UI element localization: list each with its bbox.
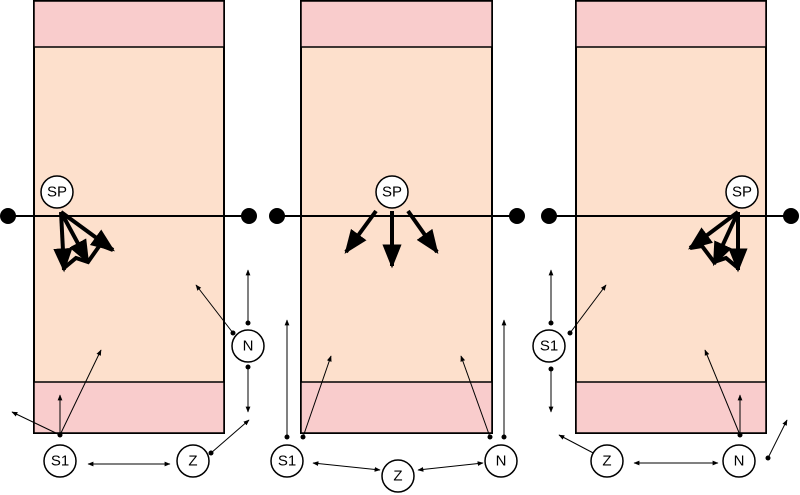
player-marker [375,175,409,209]
player-z: Z [590,444,624,478]
player-label: N [243,338,254,355]
movement-arrows [284,319,507,472]
player-label: SP [47,184,67,201]
player-s1: S1 [532,329,566,363]
player-s1: S1 [43,444,77,478]
player-n: N [231,329,265,363]
player-sp: SP [375,175,409,209]
court-panel-1: SP N S1 Z [0,0,265,478]
player-marker [381,459,415,493]
player-label: SP [382,184,402,201]
net-post-right [241,208,257,224]
net-post-left [541,208,557,224]
player-marker [270,444,304,478]
end-zone-top [300,0,493,48]
player-label: Z [393,468,402,485]
court-panel-2: SP S1 Z N [269,0,525,493]
movement-arrows [11,269,251,467]
player-marker [231,329,265,363]
player-marker [722,444,756,478]
end-zone-bottom [300,381,493,434]
player-label: N [496,453,507,470]
player-s1: S1 [270,444,304,478]
player-label: S1 [51,453,69,470]
setter-attack-arrows [344,209,439,269]
net-post-right [509,208,525,224]
player-marker [532,329,566,363]
net-post-left [269,208,285,224]
setter-attack-arrows [688,210,748,273]
player-label: S1 [540,338,558,355]
player-marker [176,444,210,478]
end-zone-top [575,0,767,48]
player-marker [725,175,759,209]
player-label: Z [602,453,611,470]
player-n: N [722,444,756,478]
movement-arrows [548,269,788,466]
player-n: N [484,444,518,478]
player-label: S1 [278,453,296,470]
player-z: Z [176,444,210,478]
net-post-right [783,208,799,224]
player-label: Z [188,453,197,470]
player-marker [590,444,624,478]
player-z: Z [381,459,415,493]
court-panel-3: SP S1 Z N [532,0,799,478]
end-zone-bottom [575,381,767,434]
setter-attack-arrows [53,210,115,273]
player-marker [43,444,77,478]
end-zone-top [33,0,225,48]
player-label: SP [732,184,752,201]
player-label: N [734,453,745,470]
player-marker [484,444,518,478]
end-zone-bottom [33,381,225,434]
player-sp: SP [40,175,74,209]
player-marker [40,175,74,209]
net-post-left [0,208,16,224]
player-sp: SP [725,175,759,209]
